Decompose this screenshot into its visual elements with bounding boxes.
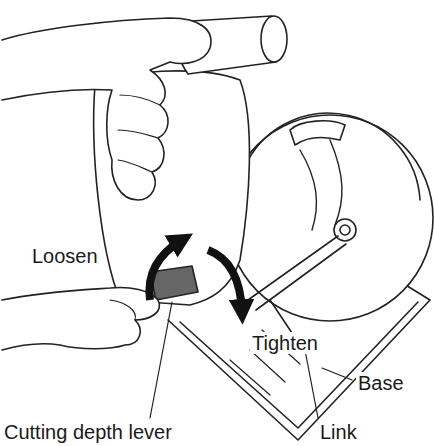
part-label: Loosen bbox=[30, 245, 100, 267]
leader-line bbox=[322, 368, 352, 380]
upper-hand bbox=[2, 18, 211, 200]
leader-line bbox=[305, 350, 318, 418]
leader-line bbox=[150, 302, 172, 418]
guard-ribs bbox=[300, 140, 342, 230]
lower-hand bbox=[2, 288, 159, 351]
part-label: Cutting depth lever bbox=[2, 421, 174, 443]
guard-rim bbox=[248, 113, 420, 200]
base-edge bbox=[180, 302, 418, 428]
finger-lines bbox=[118, 95, 160, 172]
handle-end bbox=[261, 16, 287, 62]
thumb-line bbox=[110, 300, 135, 320]
tighten-arrow bbox=[208, 250, 242, 312]
guard-slot bbox=[290, 121, 345, 145]
part-label: Tighten bbox=[250, 332, 320, 354]
depth-link bbox=[248, 236, 346, 310]
arbor-center bbox=[340, 225, 350, 235]
arbor-bolt bbox=[334, 219, 356, 241]
loosen-arrow bbox=[149, 240, 182, 300]
part-label: Base bbox=[356, 372, 406, 394]
part-label: Link bbox=[318, 421, 359, 443]
